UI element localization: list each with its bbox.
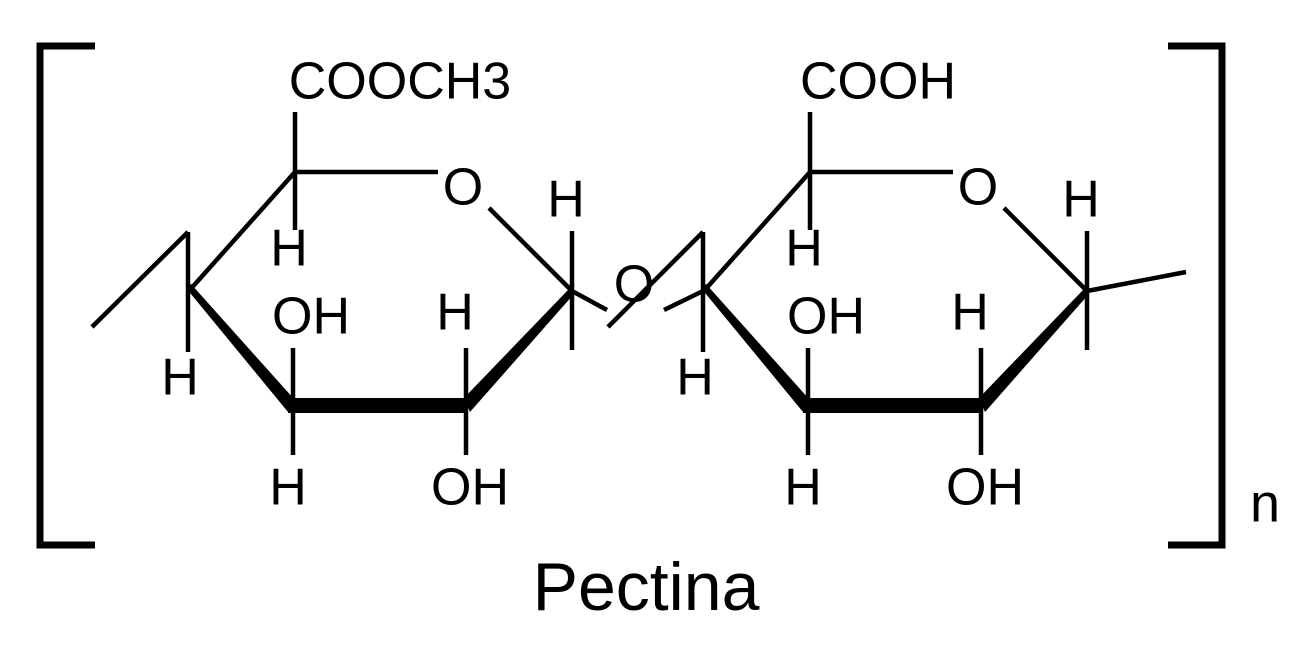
ring2-h-c3-bottom-label: H — [784, 459, 822, 517]
ring2-chain-bond-left — [606, 230, 705, 329]
ring2-carboxyl-label: COOH — [800, 53, 956, 111]
ring1-c4-c5-bond — [186, 170, 297, 294]
left-bracket — [36, 42, 95, 549]
ring2-ring-oxygen-label: O — [958, 159, 998, 217]
ring2-glycosidic-c4-bond — [663, 288, 704, 313]
ring1-oh-c3-top-label: OH — [272, 288, 350, 346]
ring-1-group: COOCH3 H O H OH H H H OH — [90, 53, 609, 517]
ring2-chain-bond-right — [1086, 269, 1187, 294]
ring1-h-c5-label: H — [270, 220, 308, 278]
ring1-c4-c3-front-bond — [186, 284, 294, 412]
right-bracket — [1168, 42, 1226, 549]
repeat-unit-subscript: n — [1250, 473, 1280, 533]
ring1-chain-bond-left — [90, 230, 190, 329]
ring1-oh-c2-bottom-label: OH — [431, 459, 509, 517]
ring1-h-c2-top-label: H — [436, 284, 474, 342]
ring2-h-anomeric-label: H — [1062, 171, 1100, 229]
ring2-c4-c3-front-bond — [701, 284, 809, 412]
ring1-carboxyl-label: COOCH3 — [289, 53, 511, 111]
ring1-ring-oxygen-label: O — [443, 159, 483, 217]
ring2-h-c2-top-label: H — [951, 284, 989, 342]
ring1-h-anomeric-label: H — [547, 171, 585, 229]
ring1-h-c3-bottom-label: H — [269, 459, 307, 517]
ring2-h-c5-label: H — [785, 220, 823, 278]
ring1-c2-c1-front-bond — [464, 290, 573, 412]
ring1-h-c4-left-label: H — [161, 349, 199, 407]
ring1-o-c1-bond — [487, 206, 574, 293]
ring1-c3-c2-front-bond — [288, 398, 466, 413]
ring-2-group: COOH H O H OH H H H OH — [606, 53, 1187, 517]
ring2-c4-c5-bond — [701, 170, 812, 294]
ring2-c2-c1-front-bond — [979, 290, 1088, 412]
ring1-c1-glycosidic-bond — [570, 289, 609, 312]
ring2-oh-c2-bottom-label: OH — [946, 459, 1024, 517]
figure-caption: Pectina — [533, 549, 760, 625]
ring2-c3-c2-front-bond — [803, 398, 981, 413]
ring2-h-c4-left-label: H — [676, 349, 714, 407]
ring2-oh-c3-top-label: OH — [787, 288, 865, 346]
ring2-o-c1-bond — [1002, 206, 1089, 293]
